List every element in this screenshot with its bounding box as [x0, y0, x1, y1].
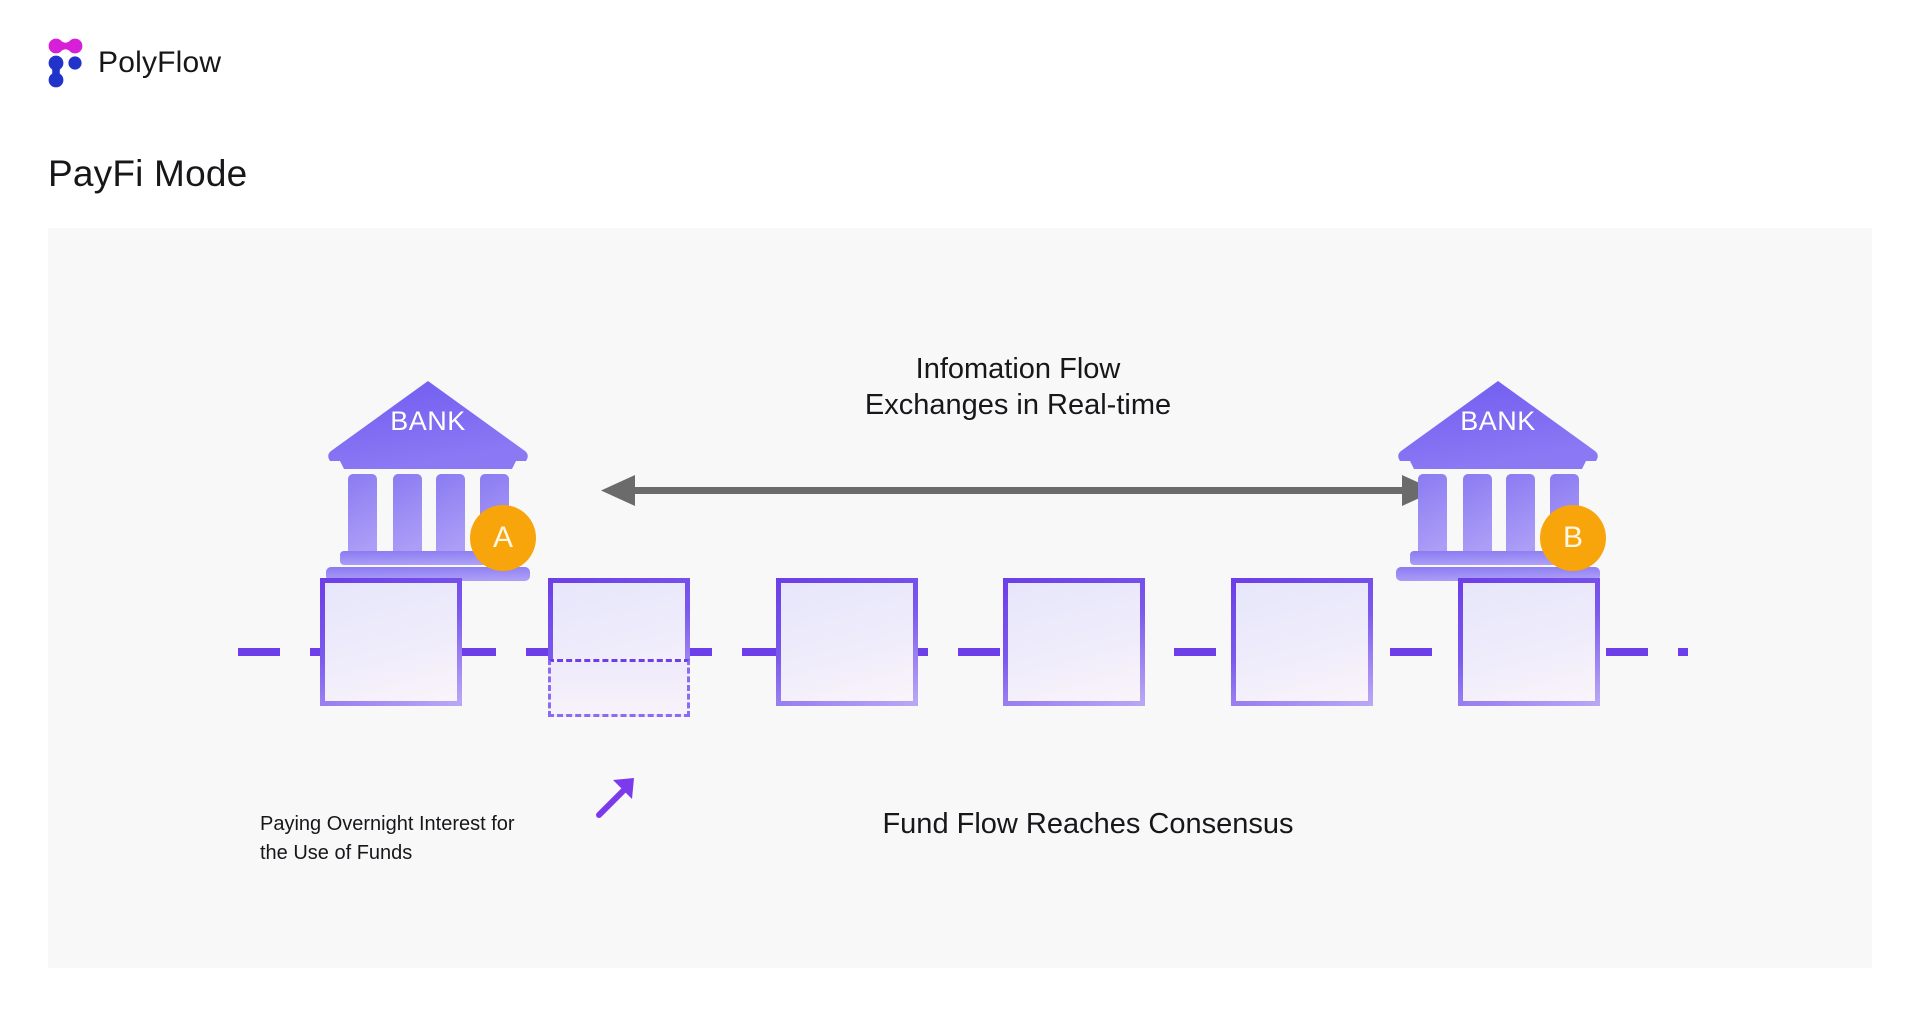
chain-block-pending: [548, 578, 690, 717]
chain-block: [320, 578, 462, 706]
info-flow-caption: Infomation Flow Exchanges in Real-time: [618, 351, 1418, 424]
chain-block: [1458, 578, 1600, 706]
info-flow-line-1: Infomation Flow: [915, 353, 1121, 385]
polyflow-nodes-icon: [48, 38, 84, 88]
bank-a: BANK A: [318, 368, 538, 583]
block-chain: [48, 578, 1872, 738]
consensus-label: Fund Flow Reaches Consensus: [882, 808, 1294, 840]
chain-connector-line: [238, 648, 1688, 656]
chain-block: [776, 578, 918, 706]
brand-name: PolyFlow: [98, 46, 222, 79]
double-headed-arrow-icon: [601, 471, 1436, 511]
chain-block: [1231, 578, 1373, 706]
brand-logo: PolyFlow: [48, 38, 221, 88]
bank-b: BANK B: [1388, 368, 1608, 583]
chain-block-ghost-extension: [548, 659, 690, 717]
overnight-interest-line-1: Paying Overnight Interest for: [260, 813, 515, 835]
overnight-interest-annotation: Paying Overnight Interest for the Use of…: [260, 810, 590, 868]
chain-block: [1003, 578, 1145, 706]
info-flow-line-2: Exchanges in Real-time: [864, 389, 1172, 422]
up-right-arrow-icon: [593, 773, 639, 819]
bank-a-badge: A: [470, 505, 536, 571]
bank-b-badge: B: [1540, 505, 1606, 571]
overnight-interest-line-2: the Use of Funds: [260, 842, 413, 864]
page-title: PayFi Mode: [48, 153, 248, 194]
diagram-canvas: BANK A Infomation Flow Exchanges in Real…: [48, 228, 1872, 968]
